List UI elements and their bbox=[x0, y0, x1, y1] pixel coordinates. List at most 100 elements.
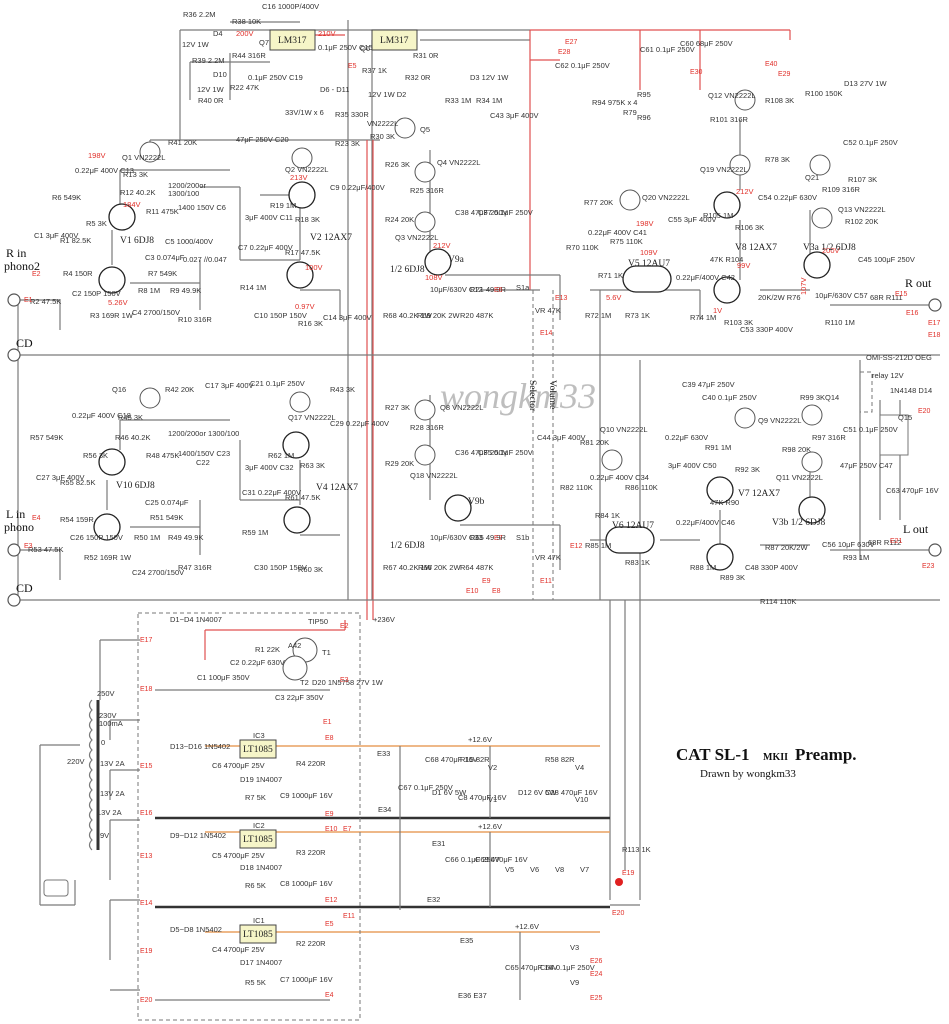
title-main: CAT SL-1 bbox=[676, 745, 750, 764]
label-tx220: 220V bbox=[67, 757, 85, 766]
label-e2: E2 bbox=[32, 271, 41, 278]
label-c12: 10μF/630V C12 bbox=[430, 285, 483, 294]
label-r62: R62 1M bbox=[268, 451, 294, 460]
tube-v4b bbox=[283, 506, 311, 534]
label-e27: E27 bbox=[565, 39, 578, 46]
label-v2h: V2 bbox=[488, 763, 497, 772]
label-r14: R14 1M bbox=[240, 283, 266, 292]
label-r92: R92 3K bbox=[735, 465, 760, 474]
label-e30: E30 bbox=[690, 69, 703, 76]
label-r84: R84 1K bbox=[595, 511, 620, 520]
label-c51: C51 0.1μF 250V bbox=[843, 425, 898, 434]
label-r15: R15 82R bbox=[460, 755, 490, 764]
label-lt1: LT1085 bbox=[243, 930, 273, 940]
label-v184: 184V bbox=[123, 200, 141, 209]
label-z10: 12V 1W bbox=[197, 85, 225, 94]
tube-v10b bbox=[93, 513, 121, 541]
label-r26: R26 3K bbox=[385, 160, 410, 169]
tube-v3a bbox=[803, 251, 831, 279]
label-e16p: E16 bbox=[140, 810, 153, 817]
label-r67: R67 40.2K 1W bbox=[383, 563, 433, 572]
label-c40: C40 0.1μF 250V bbox=[702, 393, 757, 402]
label-e26: E26 bbox=[590, 958, 603, 965]
label-relay2: relay 12V bbox=[872, 371, 904, 380]
mosfet-symbol bbox=[734, 89, 756, 111]
label-e7: E7 bbox=[494, 535, 503, 542]
label-r20: R20 487K bbox=[460, 311, 493, 320]
label-v4: V4 12AX7 bbox=[316, 483, 358, 493]
label-half6dj8a: 1/2 6DJ8 bbox=[390, 265, 425, 275]
label-e1: E1 bbox=[24, 297, 33, 304]
label-p126b: +12.6V bbox=[478, 822, 502, 831]
tube-v5 bbox=[622, 265, 672, 293]
label-c2p: C2 0.22μF 630V bbox=[230, 658, 285, 667]
label-r50: R50 1M bbox=[134, 533, 160, 542]
label-q9: Q9 VN2222L bbox=[758, 416, 801, 425]
label-t2: T2 bbox=[300, 678, 309, 687]
mosfet-symbol bbox=[139, 387, 161, 409]
label-r114: R114 110K bbox=[760, 597, 796, 606]
label-v1: V1 6DJ8 bbox=[120, 236, 154, 246]
label-c30: C30 150P 150V bbox=[254, 563, 307, 572]
label-ic3: IC3 bbox=[253, 731, 265, 740]
label-r68: R68 40.2K 1W bbox=[383, 311, 433, 320]
mosfet-symbol bbox=[394, 117, 416, 139]
vacuum-tubes bbox=[93, 181, 831, 571]
label-d14: 1N4148 D14 bbox=[890, 386, 932, 395]
label-alt3: 1200/200or 1300/100 bbox=[168, 429, 239, 438]
r-phono-input-jack bbox=[7, 293, 21, 307]
label-r77: R77 20K bbox=[584, 198, 613, 207]
label-e5p: E5 bbox=[325, 921, 334, 928]
component-labels: R36 2.2M C16 1000P/400V R38 10K D4 12V 1… bbox=[24, 2, 941, 1004]
label-tx13b: 13V 2A bbox=[100, 789, 125, 798]
label-q18: Q18 VN2222L bbox=[410, 471, 458, 480]
label-r10: R10 316R bbox=[178, 315, 212, 324]
label-r78: R78 3K bbox=[765, 155, 790, 164]
tube-v4a bbox=[282, 431, 310, 459]
l-in-phono-label: phono bbox=[4, 520, 34, 534]
label-r99: R99 3K bbox=[800, 393, 825, 402]
label-c5: C5 1000/400V bbox=[165, 237, 213, 246]
label-d1d4: D1~D4 1N4007 bbox=[170, 615, 222, 624]
label-lt2: LT1085 bbox=[243, 835, 273, 845]
mosfet-symbol bbox=[809, 154, 831, 176]
label-c37: C37 0.1μF 250V bbox=[478, 208, 533, 217]
label-r39: R39 2.2M bbox=[192, 56, 225, 65]
label-p126a: +12.6V bbox=[468, 735, 492, 744]
label-e13: E13 bbox=[555, 295, 568, 302]
label-c62: C62 0.1μF 250V bbox=[555, 61, 610, 70]
tube-v8b bbox=[713, 276, 741, 304]
label-r4p: R4 220R bbox=[296, 759, 326, 768]
label-t1: T1 bbox=[322, 648, 331, 657]
label-e4: E4 bbox=[32, 515, 41, 522]
label-d2: 12V 1W D2 bbox=[368, 90, 406, 99]
label-e11: E11 bbox=[540, 578, 552, 585]
label-r9: R9 49.9K bbox=[170, 286, 201, 295]
label-e18: E18 bbox=[928, 332, 941, 339]
label-e36: E36 E37 bbox=[458, 991, 487, 1000]
label-z33: 33V/1W x 6 bbox=[285, 108, 324, 117]
regulator-ic1-lt1085 bbox=[239, 924, 277, 944]
label-c61: C61 0.1μF 250V bbox=[640, 45, 695, 54]
label-r63: R63 3K bbox=[300, 461, 325, 470]
label-tx13a: 13V 2A bbox=[100, 759, 125, 768]
label-c48: C48 330P 400V bbox=[745, 563, 798, 572]
label-r66: R66 20K 2W bbox=[418, 563, 461, 572]
label-r41: R41 20K bbox=[168, 138, 197, 147]
label-e12: E12 bbox=[570, 543, 583, 550]
label-c4: C4 2700/150V bbox=[132, 308, 180, 317]
label-v6h: V6 bbox=[530, 865, 539, 874]
label-r103: R103 3K bbox=[724, 318, 753, 327]
label-r55: R55 82.5K bbox=[60, 478, 95, 487]
label-e40: E40 bbox=[765, 61, 778, 68]
label-c38: C38 47μF 250V bbox=[455, 208, 508, 217]
label-d3: D3 12V 1W bbox=[470, 73, 509, 82]
label-c17: C17 3μF 400V bbox=[205, 381, 254, 390]
label-r82: R82 110K bbox=[560, 483, 593, 492]
label-e10p: E10 bbox=[325, 826, 338, 833]
label-v9a: V9a bbox=[448, 255, 465, 265]
label-c35: C35 0.1μF 250V bbox=[478, 448, 533, 457]
label-r8: R8 1M bbox=[138, 286, 160, 295]
label-e21: E21 bbox=[890, 538, 903, 545]
label-c29: C29 0.22μF 400V bbox=[330, 419, 389, 428]
